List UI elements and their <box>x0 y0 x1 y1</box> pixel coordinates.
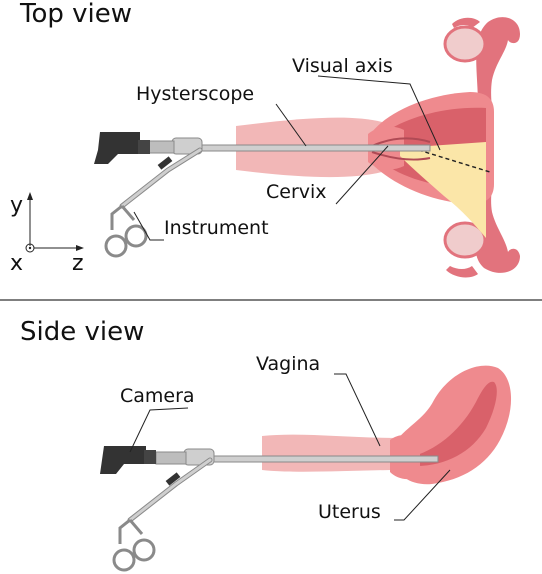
leader-camera <box>129 407 189 453</box>
leader-visual-axis <box>317 75 441 151</box>
hysteroscope-shaft-side <box>209 455 439 463</box>
label-instrument: Instrument <box>164 217 269 239</box>
camera-top <box>94 132 140 164</box>
label-hysterscope: Hysterscope <box>136 83 254 105</box>
x-axis-circle <box>25 243 35 253</box>
x-axis-dot <box>28 246 32 250</box>
leader-cervix <box>335 145 389 205</box>
fallopian-tube-upper <box>476 17 520 110</box>
leader-hysterscope <box>275 103 307 147</box>
z-axis-arrow <box>76 245 84 251</box>
side-view: Side view Vagina Camera Uterus <box>20 317 512 572</box>
instrument-ring-top-2 <box>124 224 148 248</box>
ovary-lower <box>443 221 487 259</box>
label-camera: Camera <box>120 385 195 407</box>
axis-label-x: x <box>10 251 23 276</box>
top-view: Top view <box>10 0 520 278</box>
instrument-shaft-top-inner <box>120 148 202 208</box>
hysteroscope-coupler-top <box>147 140 175 154</box>
label-uterus: Uterus <box>318 501 381 523</box>
uterine-cavity-side <box>414 381 497 466</box>
instrument-shaft-side-inner <box>128 458 212 522</box>
vagina-side <box>262 434 402 472</box>
y-axis-arrow <box>27 192 33 200</box>
ovary-upper <box>443 25 487 63</box>
instrument-grip-top <box>157 156 173 170</box>
cervical-canal <box>371 137 431 161</box>
side-view-title: Side view <box>20 317 144 347</box>
top-view-title: Top view <box>19 0 132 29</box>
label-visual-axis: Visual axis <box>292 55 393 77</box>
label-cervix: Cervix <box>266 181 327 203</box>
leader-vagina <box>334 373 381 447</box>
leader-uterus <box>394 469 451 521</box>
label-vagina: Vagina <box>256 353 320 375</box>
fimbria-upper <box>452 17 480 28</box>
instrument-ring-side-2 <box>132 538 156 562</box>
axis-label-z: z <box>72 251 84 276</box>
hysteroscope-shaft-top <box>199 144 431 152</box>
instrument-handle-top <box>110 204 136 230</box>
fimbria-lower <box>446 266 478 278</box>
instrument-ring-side-1 <box>112 548 136 572</box>
camera-side-collar <box>144 450 156 464</box>
leader-instrument <box>133 211 164 241</box>
camera-top-collar <box>138 140 150 154</box>
instrument-handle-side <box>118 518 144 544</box>
instrument-grip-side <box>165 472 181 486</box>
fallopian-tube-lower <box>474 186 520 273</box>
axis-label-y: y <box>10 193 23 218</box>
hysteroscope-coupler-side <box>155 451 187 465</box>
coordinate-axes: y x z <box>10 192 84 276</box>
visual-axis-region <box>400 142 486 238</box>
instrument-ring-top-1 <box>104 234 128 258</box>
camera-side <box>100 446 146 474</box>
